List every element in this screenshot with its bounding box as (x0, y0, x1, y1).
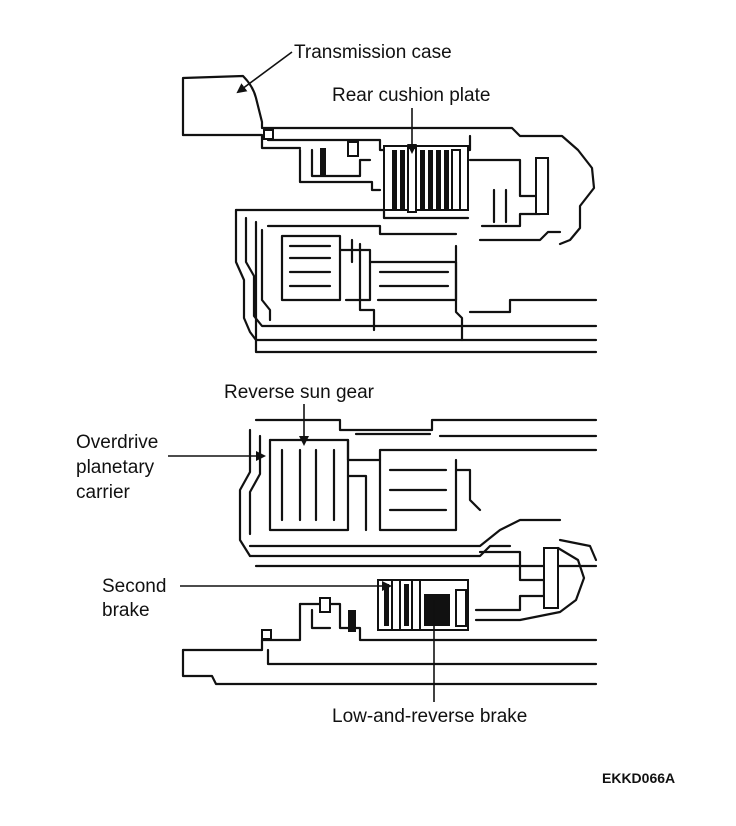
reverse-sun-gear-label: Reverse sun gear (224, 382, 375, 403)
label-reverse-sun-gear: Reverse sun gear (224, 382, 375, 446)
figure-code: EKKD066A (602, 770, 675, 786)
label-second-brake: Second brake (102, 576, 392, 621)
planetary-label: planetary (76, 457, 155, 478)
label-overdrive-planetary-carrier: Overdrive planetary carrier (76, 432, 266, 503)
label-transmission-case: Transmission case (236, 42, 452, 94)
label-rear-cushion-plate: Rear cushion plate (332, 85, 490, 154)
second-label: Second (102, 576, 166, 597)
upper-cross-section (181, 74, 598, 354)
lower-cross-section (181, 418, 598, 686)
overdrive-label: Overdrive (76, 432, 158, 453)
low-and-reverse-brake-label: Low-and-reverse brake (332, 706, 527, 727)
carrier-label: carrier (76, 482, 131, 503)
transmission-case-label: Transmission case (294, 42, 452, 63)
label-low-and-reverse-brake: Low-and-reverse brake (332, 600, 527, 727)
brake-label: brake (102, 600, 150, 621)
rear-cushion-plate-label: Rear cushion plate (332, 85, 490, 106)
